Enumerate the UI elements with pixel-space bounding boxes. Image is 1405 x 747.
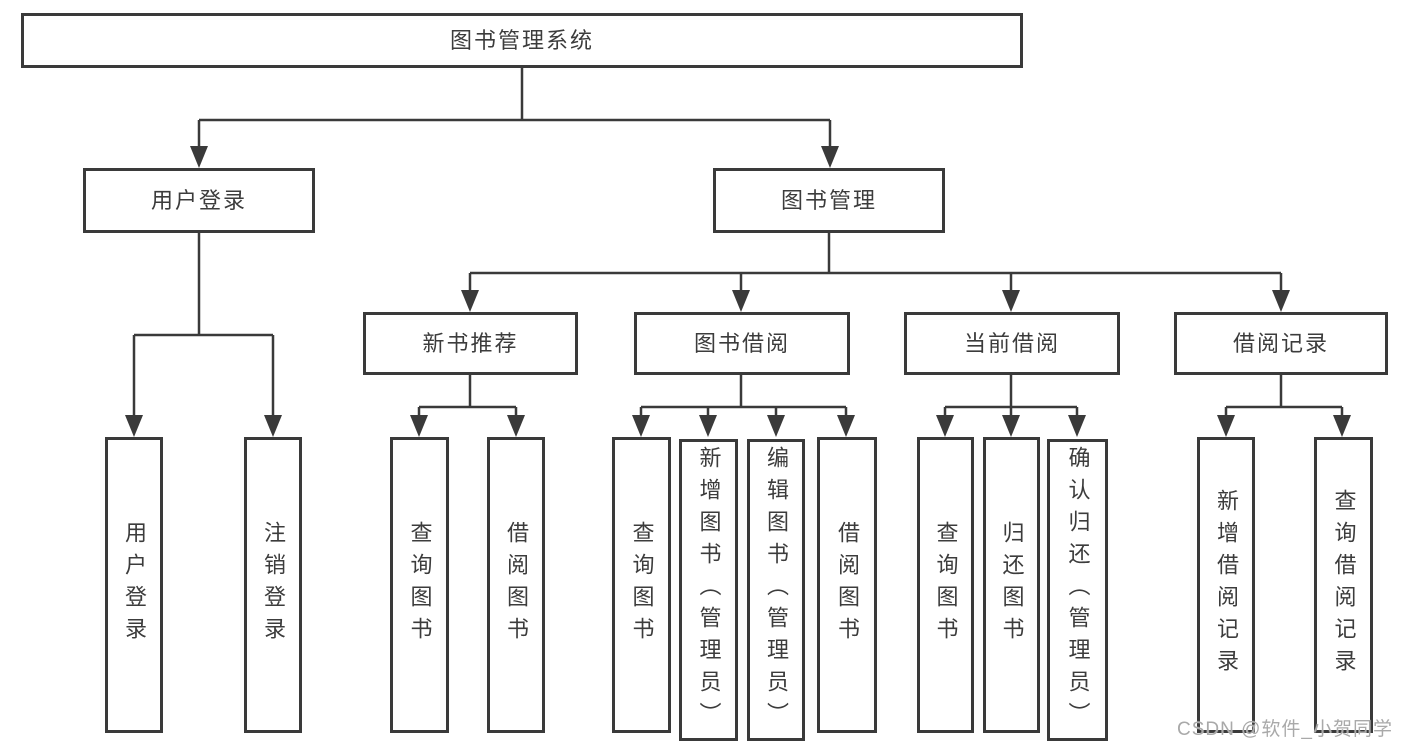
node-book-borrow: 图书借阅: [634, 312, 850, 375]
node-current-borrow: 当前借阅: [904, 312, 1120, 375]
leaf-logout-label: 注销登录: [261, 521, 286, 649]
node-current-borrow-label: 当前借阅: [963, 330, 1060, 356]
arrow-down-icon: [1002, 415, 1020, 437]
node-root-label: 图书管理系统: [449, 27, 594, 53]
arrow-down-icon: [767, 415, 785, 437]
arrow-down-icon: [507, 415, 525, 437]
leaf-bb-edit-books-admin: 编辑图书（管理员）: [747, 439, 805, 741]
leaf-bb-add-books-admin: 新增图书（管理员）: [679, 439, 738, 741]
leaf-nbr-query-books-label: 查询图书: [407, 521, 433, 649]
connector-bookborrow-to-leaves: [639, 375, 848, 417]
arrow-down-icon: [1002, 290, 1020, 312]
node-book-mgmt-branch: 图书管理: [713, 168, 945, 233]
arrow-down-icon: [837, 415, 855, 437]
arrow-down-icon: [190, 146, 208, 168]
arrow-down-icon: [1217, 415, 1235, 437]
connector-currentborrow-to-leaves: [943, 375, 1079, 417]
leaf-bb-edit-books-admin-label: 编辑图书（管理员）: [764, 446, 789, 734]
node-book-mgmt-branch-label: 图书管理: [780, 187, 877, 213]
leaf-bb-add-books-admin-label: 新增图书（管理员）: [696, 446, 722, 734]
leaf-br-add-record: 新增借阅记录: [1197, 437, 1255, 733]
arrow-down-icon: [1333, 415, 1351, 437]
leaf-cb-return-books: 归还图书: [983, 437, 1040, 733]
node-user-login-branch-label: 用户登录: [150, 187, 247, 213]
leaf-nbr-borrow-books: 借阅图书: [487, 437, 545, 733]
leaf-cb-query-books: 查询图书: [917, 437, 974, 733]
leaf-user-login-label: 用户登录: [122, 521, 147, 649]
arrow-down-icon: [699, 415, 717, 437]
connector-userlogin-to-leaves: [132, 233, 275, 417]
arrow-down-icon: [1272, 290, 1290, 312]
node-book-borrow-label: 图书借阅: [693, 330, 790, 356]
connector-newbookrec-to-leaves: [417, 375, 518, 417]
node-root: 图书管理系统: [21, 13, 1023, 68]
arrow-down-icon: [821, 146, 839, 168]
leaf-bb-query-books-label: 查询图书: [629, 521, 655, 649]
leaf-cb-query-books-label: 查询图书: [933, 521, 959, 649]
connector-bookmgmt-to-level3: [468, 233, 1283, 292]
arrow-down-icon: [732, 290, 750, 312]
node-new-book-rec-label: 新书推荐: [422, 330, 519, 356]
connector-borrowrecords-to-leaves: [1224, 375, 1344, 417]
leaf-cb-confirm-return-admin: 确认归还（管理员）: [1047, 439, 1108, 741]
arrow-down-icon: [1068, 415, 1086, 437]
connector-root-to-level2: [197, 68, 832, 148]
node-user-login-branch: 用户登录: [83, 168, 315, 233]
leaf-nbr-borrow-books-label: 借阅图书: [504, 521, 529, 649]
leaf-logout: 注销登录: [244, 437, 302, 733]
leaf-bb-borrow-books: 借阅图书: [817, 437, 877, 733]
arrow-down-icon: [125, 415, 143, 437]
node-borrow-records: 借阅记录: [1174, 312, 1388, 375]
arrow-down-icon: [264, 415, 282, 437]
leaf-nbr-query-books: 查询图书: [390, 437, 449, 733]
leaf-cb-confirm-return-admin-label: 确认归还（管理员）: [1065, 446, 1091, 734]
leaf-br-query-record-label: 查询借阅记录: [1331, 489, 1357, 681]
leaf-bb-query-books: 查询图书: [612, 437, 671, 733]
csdn-watermark: CSDN @软件_小贺同学: [1177, 719, 1393, 740]
leaf-cb-return-books-label: 归还图书: [999, 521, 1025, 649]
leaf-bb-borrow-books-label: 借阅图书: [835, 521, 860, 649]
arrow-down-icon: [461, 290, 479, 312]
arrow-down-icon: [410, 415, 428, 437]
arrow-down-icon: [936, 415, 954, 437]
node-new-book-rec: 新书推荐: [363, 312, 578, 375]
leaf-user-login: 用户登录: [105, 437, 163, 733]
leaf-br-add-record-label: 新增借阅记录: [1214, 489, 1239, 681]
leaf-br-query-record: 查询借阅记录: [1314, 437, 1373, 733]
node-borrow-records-label: 借阅记录: [1232, 330, 1329, 356]
arrow-down-icon: [632, 415, 650, 437]
